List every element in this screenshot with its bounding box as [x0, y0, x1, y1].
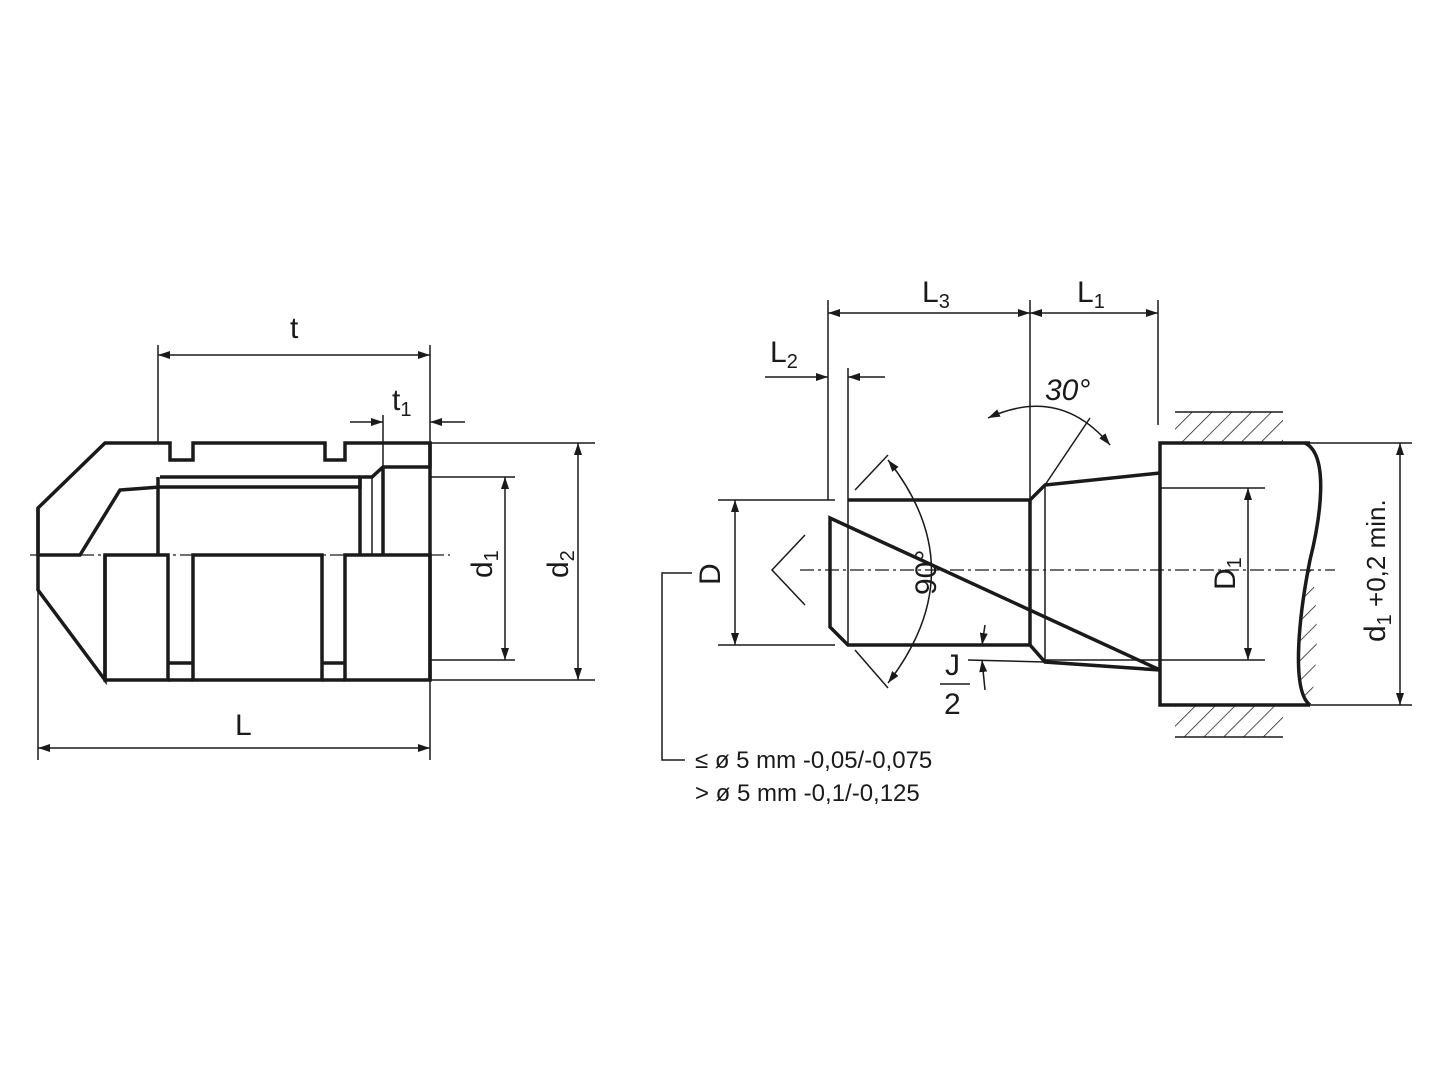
- dim-D-label: D: [694, 563, 727, 585]
- dim-t-label: t: [290, 312, 299, 345]
- insert-hatched-section: [36, 441, 432, 557]
- tolerance-note-2: > ø 5 mm -0,1/-0,125: [695, 780, 920, 807]
- dim-L-label: L: [235, 709, 252, 742]
- dim-L3-label: L3: [922, 276, 950, 313]
- tolerance-note-1: ≤ ø 5 mm -0,05/-0,075: [695, 747, 932, 774]
- pin-outline: [828, 471, 1161, 672]
- dim-L2-label: L2: [770, 336, 798, 373]
- dim-t1-label: t1: [392, 384, 411, 421]
- pin-assembly-view: L3 L1 L2 30° 90° D D1 d1 +0,2 min.: [661, 276, 1412, 807]
- dim-d2-label: d2: [542, 550, 579, 578]
- angle-30-label: 30°: [1045, 374, 1090, 407]
- angle-90-label: 90°: [910, 550, 943, 595]
- hole-wall-bottom: [1175, 705, 1283, 737]
- hole-wall-top: [1175, 412, 1283, 443]
- dim-D1-label: D1: [1209, 557, 1246, 590]
- dim-d1-label: d1: [466, 550, 503, 578]
- dim-J-label: J: [945, 649, 960, 682]
- note-leader: [661, 572, 692, 761]
- knurl-block-3: [343, 553, 432, 682]
- knurl-block-2: [191, 553, 324, 682]
- dim-L1-label: L1: [1077, 276, 1105, 313]
- dim-J-denominator: 2: [944, 688, 961, 721]
- knurl-block-1: [103, 553, 170, 682]
- dim-hole-label: d1 +0,2 min.: [1359, 499, 1396, 642]
- hole-outline: [1158, 441, 1310, 707]
- insert-section-view: t t1 d1 d2 L: [30, 312, 595, 760]
